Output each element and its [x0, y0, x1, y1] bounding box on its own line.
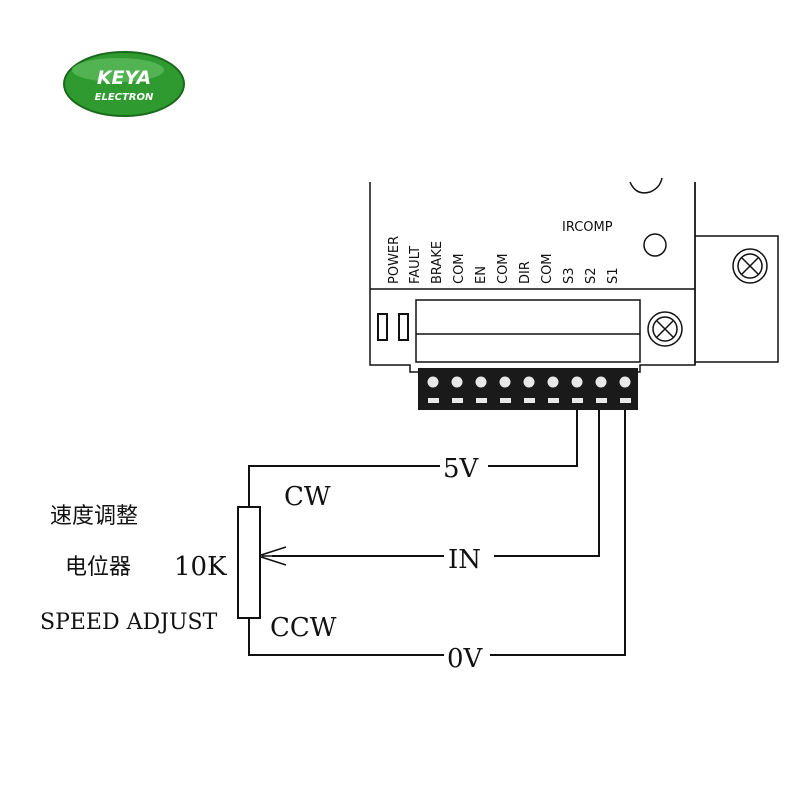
pin-label-dir: DIR: [518, 261, 533, 284]
pin-label-s3: S3: [562, 267, 577, 284]
terminal-slot: [428, 398, 439, 403]
terminal-slot: [500, 398, 511, 403]
terminal-slots: [428, 398, 631, 403]
screw-right: [732, 248, 768, 284]
logo-line1: KEYA: [97, 67, 151, 89]
terminal-slot: [572, 398, 583, 403]
pot-label-en: SPEED ADJUST: [40, 610, 218, 635]
pin-label-com-3: COM: [540, 253, 555, 284]
pin-label-s2: S2: [584, 267, 599, 284]
pot-label-ccw: CCW: [270, 613, 337, 643]
led-fault: [398, 313, 409, 341]
top-arc: [629, 177, 663, 194]
terminal-slot: [452, 398, 463, 403]
pot-label-cw: CW: [284, 482, 331, 512]
pin-label-en: EN: [474, 266, 489, 284]
screw-left: [647, 311, 683, 347]
terminal-screw: [498, 375, 512, 389]
terminal-body: [418, 368, 638, 410]
pot-label-cn-2: 电位器: [65, 555, 131, 580]
terminal-screw: [594, 375, 608, 389]
pin-label-com-2: COM: [496, 253, 511, 284]
wiper-arrow-icon: [257, 546, 290, 566]
group-label-ircomp: IRCOMP: [562, 220, 613, 235]
pin-labels: POWER FAULT BRAKE COM EN COM DIR COM S3 …: [387, 236, 621, 284]
terminal-slot: [620, 398, 631, 403]
terminal-screw: [546, 375, 560, 389]
terminal-screw: [522, 375, 536, 389]
wire-5v: [248, 410, 578, 507]
led-power: [377, 313, 388, 341]
potentiometer-body: [237, 506, 261, 619]
pin-label-s1: S1: [606, 267, 621, 284]
terminal-slot: [524, 398, 535, 403]
terminal-screw: [450, 375, 464, 389]
terminal-slot: [548, 398, 559, 403]
pin-label-fault: FAULT: [408, 246, 423, 284]
wire-label-in: IN: [448, 545, 481, 575]
logo-shine: [72, 58, 164, 82]
connector-housing: [415, 299, 641, 363]
pin-label-brake: BRAKE: [430, 241, 445, 284]
keya-logo: KEYA ELECTRON: [63, 51, 185, 117]
wire-0v: [248, 410, 626, 656]
wire-in: [272, 410, 600, 557]
pin-label-com-1: COM: [452, 253, 467, 284]
pin-label-power: POWER: [387, 236, 402, 284]
terminal-screw: [618, 375, 632, 389]
logo-line2: ELECTRON: [95, 92, 154, 103]
round-hole: [643, 233, 667, 257]
terminal-block: [418, 368, 638, 410]
pot-label-cn-1: 速度调整: [50, 504, 138, 529]
potentiometer: CW CCW 速度调整 电位器 10K SPEED ADJUST: [40, 482, 337, 643]
terminal-screw: [570, 375, 584, 389]
wire-label-5v: 5V: [443, 454, 480, 484]
terminal-screws: [426, 375, 632, 389]
controller-board: POWER FAULT BRAKE COM EN COM DIR COM S3 …: [369, 177, 779, 373]
side-panel: [695, 235, 779, 363]
terminal-screw: [474, 375, 488, 389]
terminal-slot: [476, 398, 487, 403]
wire-label-0v: 0V: [447, 644, 484, 674]
terminal-screw: [426, 375, 440, 389]
terminal-slot: [596, 398, 607, 403]
wires: [248, 410, 626, 656]
pot-label-value: 10K: [174, 552, 227, 582]
